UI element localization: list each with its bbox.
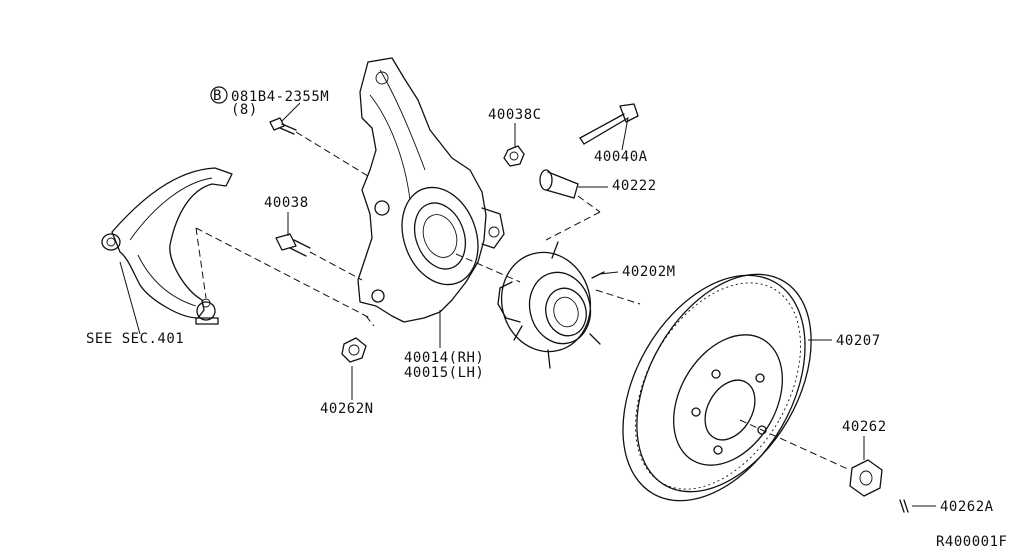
steering-knuckle bbox=[357, 57, 505, 323]
label-40040A: 40040A bbox=[594, 149, 648, 165]
label-40038C: 40038C bbox=[488, 107, 542, 123]
brake-rotor bbox=[622, 273, 812, 502]
bolt-40038-drawing bbox=[275, 233, 311, 257]
bolt-081B4-drawing bbox=[269, 117, 297, 135]
label-40207: 40207 bbox=[836, 333, 881, 349]
diagram-reference-code: R400001F bbox=[936, 534, 1007, 550]
bolt-40040A-drawing bbox=[579, 103, 639, 145]
part-labels: B 081B4-2355M (8) 40038C 40040A 40222 40… bbox=[86, 86, 1007, 550]
assembly-lines bbox=[195, 131, 851, 471]
label-40202M: 40202M bbox=[622, 264, 676, 280]
label-40222: 40222 bbox=[612, 178, 657, 194]
label-see-sec-401: SEE SEC.401 bbox=[86, 331, 184, 347]
bolt-spec-badge bbox=[210, 86, 228, 104]
label-40262N: 40262N bbox=[320, 401, 374, 417]
nut-40262N-drawing bbox=[341, 337, 367, 363]
label-40038: 40038 bbox=[264, 195, 309, 211]
label-40014-rh: 40014(RH) bbox=[404, 350, 484, 366]
label-081B4-2355M: 081B4-2355M bbox=[231, 89, 329, 105]
cotter-pin-40262A-drawing bbox=[899, 499, 909, 513]
hub-bearing-assembly bbox=[497, 241, 605, 369]
stud-40222-drawing bbox=[539, 169, 579, 199]
label-40262A: 40262A bbox=[940, 499, 994, 515]
label-40015-lh: 40015(LH) bbox=[404, 365, 484, 381]
bolt-spec-symbol: B bbox=[213, 88, 222, 104]
nut-40038C-drawing bbox=[503, 145, 525, 167]
label-bolt-qty: (8) bbox=[231, 102, 258, 118]
nut-40262-drawing bbox=[849, 459, 883, 497]
lower-control-arm bbox=[101, 167, 233, 325]
leader-lines bbox=[119, 102, 936, 507]
label-40262: 40262 bbox=[842, 419, 887, 435]
